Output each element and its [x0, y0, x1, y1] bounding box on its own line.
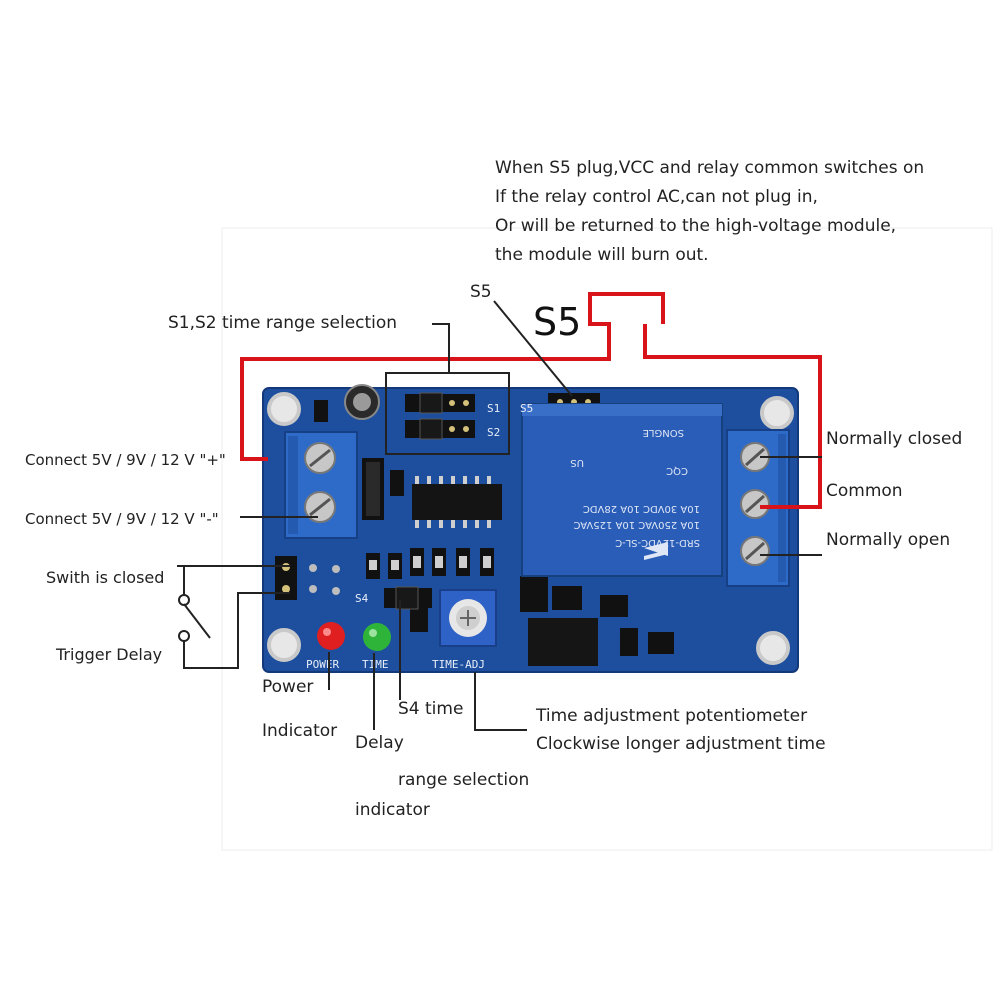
time-led: [363, 623, 391, 651]
callout-lines: [177, 300, 822, 731]
switch-closed-label: Swith is closed: [46, 568, 165, 587]
power-label: Power: [262, 677, 314, 697]
photo-frame: [221, 227, 993, 851]
input-terminal: [284, 431, 358, 539]
range-selection-label: range selection: [398, 770, 530, 790]
ic-chip: [412, 476, 502, 528]
s1-s2-label: S1,S2 time range selection: [168, 313, 398, 333]
minus-connect-label: Connect 5V / 9V / 12 V "-": [25, 510, 219, 528]
relay-rating-1: 10A 250VAC 10A 125VAC: [573, 519, 700, 530]
warning-line-2: If the relay control AC,can not plug in,: [495, 187, 818, 207]
silk-s1: S1: [487, 402, 500, 415]
silk-s4: S4: [355, 592, 369, 605]
silk-power: POWER: [306, 658, 339, 671]
plus-connect-label: Connect 5V / 9V / 12 V "+": [25, 451, 226, 469]
mounting-holes: [267, 392, 794, 665]
normally-closed-label: Normally closed: [826, 429, 963, 449]
s5-small-label: S5: [470, 282, 492, 302]
delay-label: Delay: [355, 733, 404, 753]
silk-time: TIME: [362, 658, 389, 671]
red-wiring: [240, 292, 822, 509]
pot-label-2: Clockwise longer adjustment time: [536, 734, 826, 754]
relay-model-text: SRD-12VDC-SL-C: [615, 537, 700, 548]
trigger-delay-label: Trigger Delay: [56, 645, 163, 664]
warning-note: When S5 plug,VCC and relay common switch…: [495, 154, 924, 270]
warning-line-4: the module will burn out.: [495, 245, 709, 265]
normally-open-label: Normally open: [826, 530, 951, 550]
pot-label-1: Time adjustment potentiometer: [536, 706, 808, 726]
warning-line-1: When S5 plug,VCC and relay common switch…: [495, 158, 925, 178]
s5-big-label: S5: [533, 300, 582, 344]
warning-line-3: Or will be returned to the high-voltage …: [495, 216, 897, 236]
potentiometer: [439, 589, 497, 647]
silk-s2: S2: [487, 426, 500, 439]
indicator-label: indicator: [355, 800, 430, 820]
relay-cqc-text: CQC: [666, 465, 688, 476]
relay: SRD-12VDC-SL-C 10A 250VAC 10A 125VAC 10A…: [521, 403, 723, 577]
power-indicator-label: Indicator: [262, 721, 338, 741]
s4-time-label: S4 time: [398, 699, 464, 719]
relay-rating-2: 10A 30VDC 10A 28VDC: [583, 503, 700, 514]
relay-brand-text: SONGLE: [643, 427, 684, 438]
electrolytic-capacitor: [344, 384, 380, 420]
power-led: [317, 622, 345, 650]
relay-us-text: US: [570, 457, 584, 468]
silk-s5: S5: [520, 402, 533, 415]
pcb-edge: [262, 387, 799, 673]
s1-s2-jumpers: [405, 392, 475, 440]
silk-time-adj: TIME-ADJ: [432, 658, 485, 671]
s4-jumper: [384, 586, 432, 610]
common-label: Common: [826, 481, 903, 501]
